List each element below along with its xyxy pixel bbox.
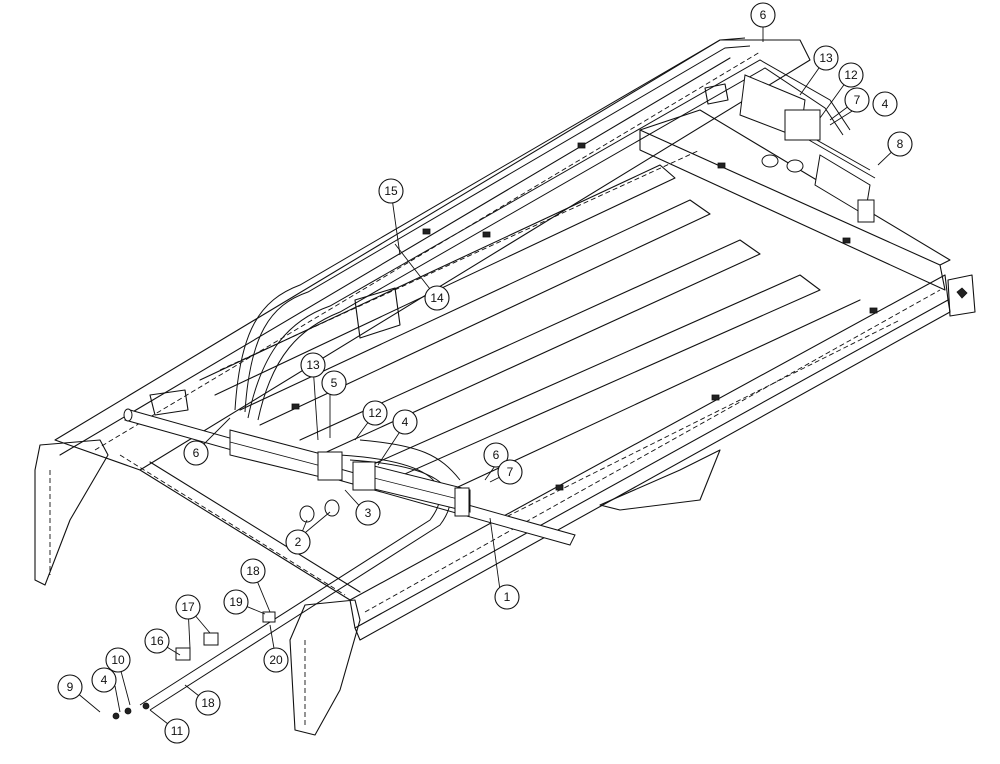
svg-text:6: 6 [493,448,500,462]
callout-10: 10 [105,647,131,673]
svg-text:18: 18 [246,564,260,578]
svg-text:3: 3 [365,506,372,520]
callout-3: 3 [355,500,381,526]
callout-5: 5 [321,370,347,396]
svg-text:13: 13 [306,358,320,372]
svg-text:12: 12 [844,68,858,82]
callout-18-upper: 18 [240,558,266,584]
svg-text:13: 13 [819,51,833,65]
svg-text:6: 6 [193,446,200,460]
svg-text:12: 12 [368,406,382,420]
svg-text:15: 15 [384,184,398,198]
main-frame [34,39,976,736]
callout-8: 8 [887,131,913,157]
callout-18-lower: 18 [195,690,221,716]
callout-4-hose-end: 4 [91,667,117,693]
callout-13-rear: 13 [813,45,839,71]
callout-4-rear: 4 [872,91,898,117]
callout-11: 11 [164,718,190,744]
callout-7-rear: 7 [844,87,870,113]
callout-17: 17 [175,594,201,620]
callout-7-front: 7 [497,459,523,485]
svg-text:11: 11 [171,724,184,738]
front-cylinders [229,429,471,517]
svg-text:9: 9 [67,680,74,694]
callout-2: 2 [285,529,311,555]
callout-12-front: 12 [362,400,388,426]
svg-text:4: 4 [882,97,889,111]
svg-text:20: 20 [269,653,283,667]
callout-13-front: 13 [300,352,326,378]
svg-text:7: 7 [854,93,861,107]
callout-14: 14 [424,285,450,311]
svg-text:4: 4 [101,673,108,687]
svg-text:16: 16 [150,634,164,648]
svg-text:6: 6 [760,8,767,22]
callout-6-left: 6 [183,440,209,466]
callout-4-front: 4 [392,409,418,435]
svg-text:1: 1 [504,590,511,604]
svg-text:17: 17 [181,600,195,614]
callout-12-rear: 12 [838,62,864,88]
callout-6-right: 6 [483,442,509,468]
svg-text:8: 8 [897,137,904,151]
svg-text:2: 2 [295,535,302,549]
rear-cylinders [739,74,875,223]
callout-19: 19 [223,589,249,615]
svg-text:5: 5 [331,376,338,390]
callout-20: 20 [263,647,289,673]
svg-text:19: 19 [229,595,243,609]
svg-text:7: 7 [507,465,514,479]
svg-text:18: 18 [201,696,215,710]
callout-6-rear: 6 [750,2,776,28]
svg-text:4: 4 [402,415,409,429]
svg-text:10: 10 [111,653,125,667]
pins-and-fittings [112,154,804,720]
svg-text:14: 14 [430,291,444,305]
callout-15: 15 [378,178,404,204]
callout-16: 16 [144,628,170,654]
callout-1: 1 [494,584,520,610]
callout-9: 9 [57,674,83,700]
